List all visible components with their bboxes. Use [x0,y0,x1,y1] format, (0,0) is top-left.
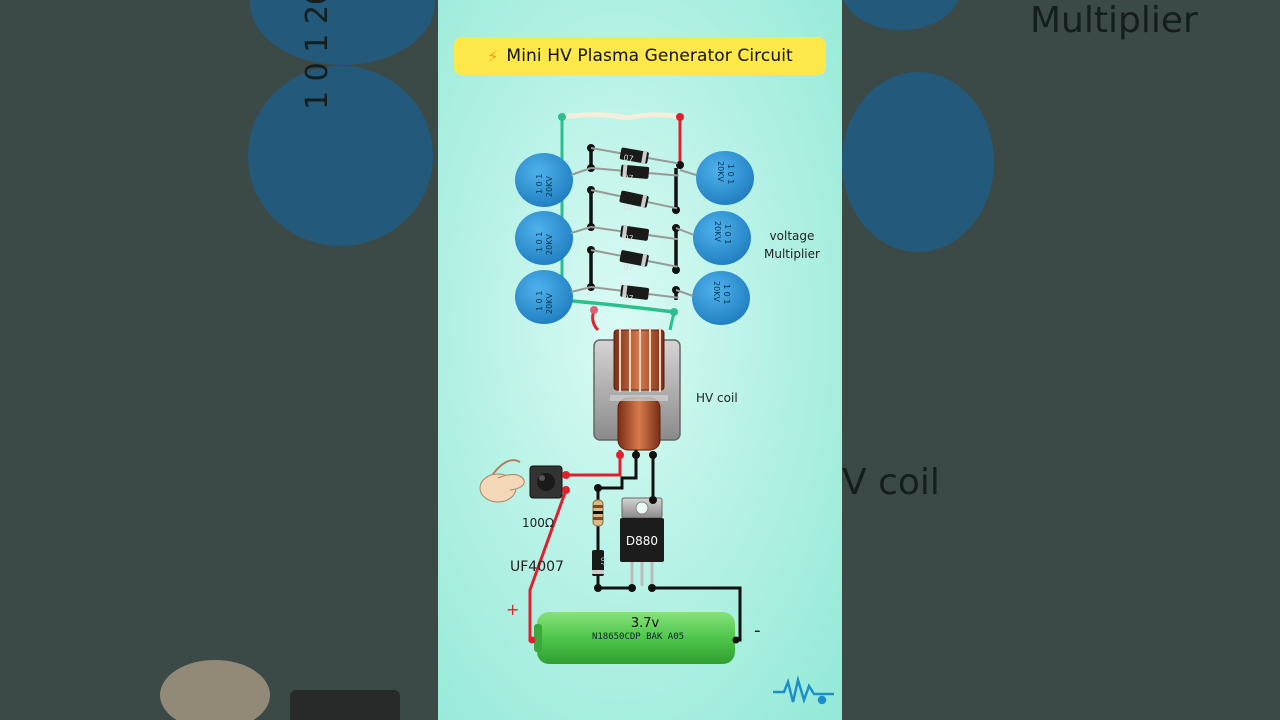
svg-text:1 0 1: 1 0 1 [535,174,544,194]
diode-label: UF4007 [510,559,564,575]
capacitor-markings-left: 1 0 1 20KV 1 0 1 20KV 1 0 1 20KV [535,174,554,314]
svg-text:07: 07 [599,557,607,566]
battery-18650: 3.7v N18650CDP BAK A05 [534,612,735,664]
svg-text:20KV: 20KV [545,293,554,314]
diagram-panel: ⚡ Mini HV Plasma Generator Circuit [438,0,842,720]
svg-text:07: 07 [623,293,634,303]
capacitors-left [515,153,592,324]
svg-text:1 0 1: 1 0 1 [723,224,732,244]
title-banner: ⚡ Mini HV Plasma Generator Circuit [454,37,826,75]
waveform-logo-icon [773,675,834,705]
lightning-bolt-icon: ⚡ [487,46,499,66]
svg-text:07: 07 [623,173,634,183]
resistor [592,499,604,527]
bg-button [290,690,400,720]
uf4007-diode: 07 [592,550,607,576]
capacitors-right [675,151,754,325]
svg-text:20KV: 20KV [712,281,721,302]
svg-text:07: 07 [623,262,635,273]
hv-coil-label: HV coil [696,391,738,405]
svg-text:20KV: 20KV [545,234,554,255]
svg-text:07: 07 [623,202,635,213]
voltage-multiplier-label: voltage Multiplier [764,229,820,261]
resistor-label: 100Ω [522,516,555,530]
coil-lead-black-1 [598,450,638,490]
bg-multiplier-text: Multiplier [1030,0,1198,41]
bg-capacitor-right [842,72,994,252]
svg-text:20KV: 20KV [716,161,725,182]
hv-coil [593,328,681,451]
svg-text:3.7v: 3.7v [631,616,660,631]
bg-hv-coil-text: V coil [842,462,940,503]
svg-text:N18650CDP BAK A05: N18650CDP BAK A05 [592,632,684,642]
push-button [529,465,563,499]
svg-text:1 0 1: 1 0 1 [535,232,544,252]
bg-capacitor-left [248,66,433,246]
svg-text:07: 07 [623,153,635,164]
hv-output-wire [561,112,681,121]
svg-text:20KV: 20KV [545,176,554,197]
svg-text:07: 07 [623,233,634,243]
svg-text:D880: D880 [626,534,658,548]
svg-text:1 0 1: 1 0 1 [535,291,544,311]
svg-text:1 0 1: 1 0 1 [726,164,735,184]
circuit-diagram: 07 07 07 07 07 07 1 0 1 20KV 1 0 1 20KV … [479,112,834,705]
d880-transistor: D880 [620,497,664,586]
negative-terminal-label: - [754,620,761,641]
coil-lead-red [566,450,622,477]
positive-terminal-label: + [506,600,520,619]
svg-text:20KV: 20KV [713,221,722,242]
bg-finger [160,660,270,720]
multiplier-diodes: 07 07 07 07 07 07 [590,147,679,303]
page-title: Mini HV Plasma Generator Circuit [506,46,793,66]
green-wire-bottom [561,298,675,314]
bg-capacitor-left-marking: 1 0 1 20KV [300,0,335,110]
pointing-finger-icon [479,459,525,503]
svg-text:1 0 1: 1 0 1 [722,284,731,304]
capacitor-markings-right: 1 0 1 20KV 1 0 1 20KV 1 0 1 20KV [712,161,735,304]
